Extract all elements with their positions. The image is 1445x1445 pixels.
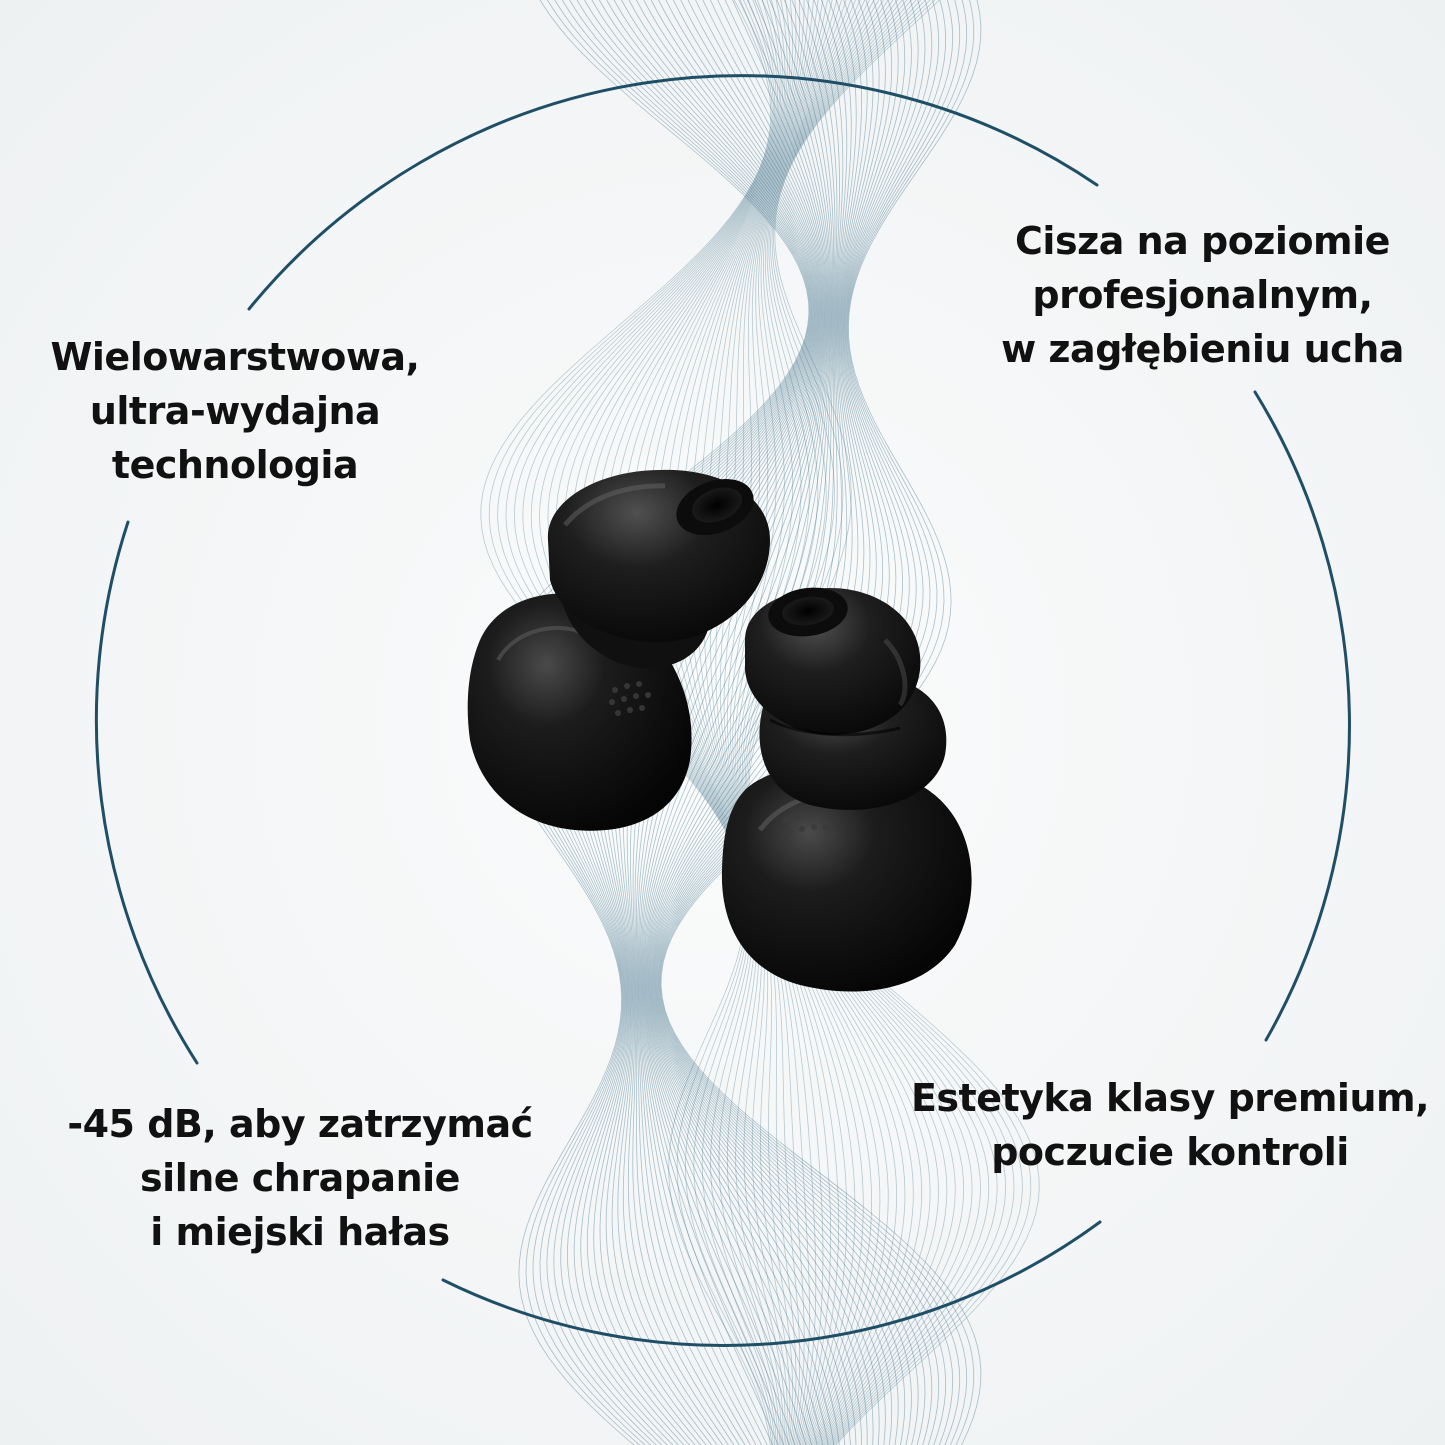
circle-arcs: [94, 74, 1351, 1347]
caption-line: silne chrapanie: [140, 1156, 460, 1200]
wave-line: [640, 0, 832, 1445]
wave-line: [642, 0, 834, 1445]
feature-professional-silence: Cisza na poziomie profesjonalnym, w zagł…: [980, 214, 1425, 376]
wave-line: [647, 0, 839, 1445]
caption-line: poczucie kontroli: [991, 1130, 1349, 1174]
wave-line: [723, 0, 931, 1445]
wave-line: [740, 0, 990, 1445]
wave-line: [656, 0, 848, 1445]
wave-line: [741, 0, 998, 1445]
wave-line: [664, 0, 856, 1445]
wave-line: [715, 0, 914, 1445]
wave-line: [738, 0, 981, 1445]
wave-line: [643, 0, 838, 1445]
feature-multilayer-technology: Wielowarstwowa, ultra-wydajna technologi…: [20, 330, 450, 492]
wave-line: [743, 0, 1007, 1445]
caption-line: Estetyka klasy premium,: [910, 1076, 1430, 1120]
caption-line: Cisza na poziomie: [1015, 219, 1390, 263]
wave-line: [672, 0, 864, 1445]
wave-line: [689, 0, 881, 1445]
caption-line: -45 dB, aby zatrzymać: [67, 1102, 533, 1146]
wave-line: [681, 0, 873, 1445]
wave-line: [734, 0, 965, 1445]
earplug-left-icon: [467, 469, 770, 831]
arc-bottom: [441, 1220, 1102, 1347]
arc-right: [1253, 390, 1351, 1042]
earplug-right-icon: [721, 587, 972, 992]
wave-line: [736, 0, 973, 1445]
arc-left: [94, 520, 199, 1065]
caption-line: ultra-wydajna: [89, 389, 381, 433]
arc-top: [247, 74, 1099, 311]
wave-line: [726, 0, 939, 1445]
wave-line: [646, 0, 852, 1445]
wave-line: [696, 0, 889, 1445]
wave-line: [641, 0, 833, 1445]
wave-line: [640, 0, 831, 1445]
wave-line: [710, 0, 906, 1445]
feature-premium-aesthetics: Estetyka klasy premium, poczucie kontrol…: [900, 1071, 1440, 1179]
caption-line: technologia: [111, 443, 359, 487]
wave-line: [643, 0, 836, 1445]
caption-line: profesjonalnym,: [1032, 273, 1373, 317]
wave-line: [719, 0, 923, 1445]
wave-line: [645, 0, 844, 1445]
caption-line: i miejski hałas: [150, 1210, 450, 1254]
wave-line: [703, 0, 897, 1445]
wave-line: [732, 0, 956, 1445]
wave-line: [746, 0, 1023, 1445]
wave-line: [729, 0, 948, 1445]
caption-line: w zagłębieniu ucha: [1001, 327, 1404, 371]
feature-noise-reduction: -45 dB, aby zatrzymać silne chrapanie i …: [40, 1097, 560, 1259]
wave-line: [644, 0, 840, 1445]
caption-line: Wielowarstwowa,: [50, 335, 420, 379]
wave-line: [645, 0, 848, 1445]
wave-line: [747, 0, 1032, 1445]
wave-line: [744, 0, 1015, 1445]
